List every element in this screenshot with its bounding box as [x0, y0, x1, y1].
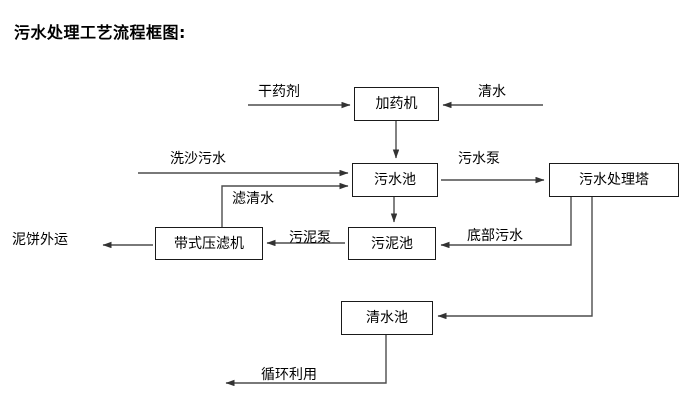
connector-clean-pool-to-recycle: [225, 335, 387, 387]
node-label: 污水处理塔: [579, 172, 649, 188]
io-label-dry-agent: 干药剂: [258, 84, 300, 100]
connector-tower-to-clean-pool: [437, 197, 593, 320]
io-label-mud-cake-out: 泥饼外运: [12, 232, 68, 248]
node-treatment-tower[interactable]: 污水处理塔: [549, 163, 679, 197]
node-clean-pool[interactable]: 清水池: [341, 301, 433, 335]
connector-tower-to-sludge: [440, 197, 572, 249]
node-label: 带式压滤机: [174, 235, 244, 252]
node-label: 清水池: [366, 310, 408, 326]
node-belt-press[interactable]: 带式压滤机: [155, 227, 263, 260]
node-sewage-pool[interactable]: 污水池: [352, 163, 438, 197]
node-label: 污水池: [374, 172, 416, 188]
io-label-wash-sewage: 洗沙污水: [170, 151, 226, 167]
connector-filtrate-to-pool: [221, 182, 349, 227]
node-label: 加药机: [375, 96, 418, 112]
edge-label-sewage-pump: 污水泵: [458, 151, 500, 167]
edge-label-recycle-use: 循环利用: [261, 367, 317, 383]
edge-label-sludge-pump: 污泥泵: [289, 230, 331, 246]
io-label-clean-water: 清水: [478, 84, 506, 100]
node-sludge-pool[interactable]: 污泥池: [348, 227, 436, 260]
edge-label-filtrate: 滤清水: [232, 191, 274, 207]
node-label: 污泥池: [371, 235, 413, 252]
edge-label-bottom-sewage: 底部污水: [467, 228, 523, 244]
page-title: 污水处理工艺流程框图:: [14, 23, 186, 42]
node-dosing-machine[interactable]: 加药机: [354, 87, 439, 121]
